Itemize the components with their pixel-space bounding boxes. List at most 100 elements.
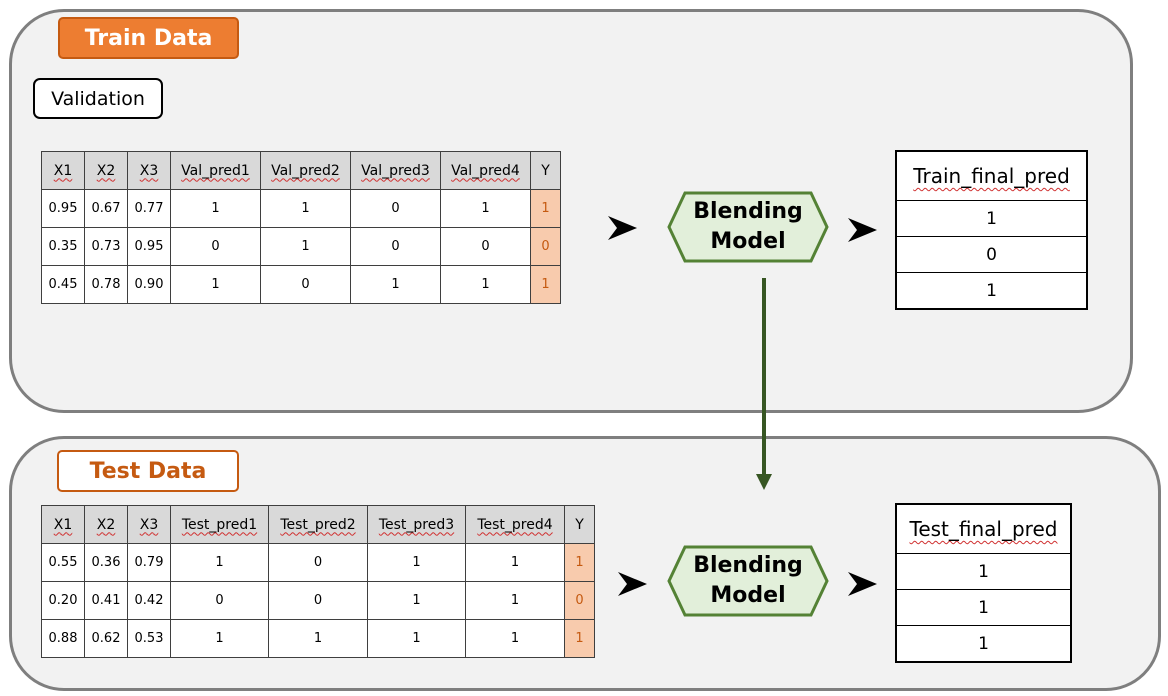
- column-header: Test_pred2: [268, 505, 368, 544]
- table-cell: 0.79: [127, 543, 171, 582]
- column-header: X3: [127, 151, 171, 190]
- table-cell: 1: [465, 619, 565, 658]
- table-cell: 1: [170, 543, 269, 582]
- column-header: Y: [530, 151, 561, 190]
- column-header: Val_pred4: [440, 151, 531, 190]
- table-row: 0.45 0.78 0.90 1 0 1 1 1: [41, 265, 561, 304]
- table-cell: 0.35: [41, 227, 85, 266]
- table-cell: 0.95: [127, 227, 171, 266]
- prediction-cell: 1: [896, 272, 1087, 309]
- train-data-label: Train Data: [58, 17, 239, 59]
- table-cell: 1: [170, 265, 261, 304]
- table-cell: 0: [268, 543, 368, 582]
- table-row: 0.88 0.62 0.53 1 1 1 1 1: [41, 619, 595, 658]
- down-arrow-icon: [756, 278, 772, 490]
- table-cell: 0.88: [41, 619, 85, 658]
- column-header: X2: [84, 505, 128, 544]
- arrow-right-icon: [848, 218, 877, 242]
- column-header: Y: [564, 505, 595, 544]
- table-cell: 1: [260, 227, 351, 266]
- table-cell: 0.62: [84, 619, 128, 658]
- target-cell: 1: [564, 543, 595, 582]
- table-header-row: X1 X2 X3 Val_pred1 Val_pred2 Val_pred3 V…: [41, 151, 561, 190]
- table-cell: 0: [268, 581, 368, 620]
- test-final-pred-table: Test_final_pred 1 1 1: [895, 503, 1072, 663]
- train-final-pred-table: Train_final_pred 1 0 1: [895, 150, 1088, 310]
- model-label-line2: Model: [710, 229, 786, 254]
- table-cell: 0.41: [84, 581, 128, 620]
- table-header-row: X1 X2 X3 Test_pred1 Test_pred2 Test_pred…: [41, 505, 595, 544]
- target-cell: 0: [530, 227, 561, 266]
- table-cell: 0: [170, 581, 269, 620]
- table-cell: 0.90: [127, 265, 171, 304]
- table-cell: 1: [465, 581, 565, 620]
- table-cell: 0.73: [84, 227, 128, 266]
- column-header: Train_final_pred: [896, 151, 1087, 201]
- table-cell: 0.78: [84, 265, 128, 304]
- validation-table: X1 X2 X3 Val_pred1 Val_pred2 Val_pred3 V…: [41, 151, 561, 304]
- table-cell: 1: [367, 581, 466, 620]
- table-cell: 1: [440, 189, 531, 228]
- table-cell: 0: [350, 189, 441, 228]
- column-header: Val_pred3: [350, 151, 441, 190]
- prediction-cell: 1: [896, 625, 1071, 662]
- table-cell: 1: [465, 543, 565, 582]
- column-header: Val_pred1: [170, 151, 261, 190]
- table-cell: 1: [440, 265, 531, 304]
- column-header: X3: [127, 505, 171, 544]
- column-header: Val_pred2: [260, 151, 351, 190]
- table-cell: 0.42: [127, 581, 171, 620]
- test-data-label: Test Data: [57, 450, 239, 492]
- table-cell: 0: [350, 227, 441, 266]
- column-header: Test_pred1: [170, 505, 269, 544]
- blending-model-train: Blending Model: [667, 191, 829, 263]
- table-cell: 0.53: [127, 619, 171, 658]
- table-cell: 1: [170, 189, 261, 228]
- table-cell: 1: [260, 189, 351, 228]
- column-header: X2: [84, 151, 128, 190]
- table-cell: 1: [350, 265, 441, 304]
- table-cell: 0.45: [41, 265, 85, 304]
- table-cell: 1: [268, 619, 368, 658]
- prediction-cell: 1: [896, 553, 1071, 590]
- table-cell: 0.55: [41, 543, 85, 582]
- column-header: Test_final_pred: [896, 504, 1071, 554]
- column-header: Test_pred4: [465, 505, 565, 544]
- target-cell: 1: [530, 265, 561, 304]
- prediction-cell: 0: [896, 236, 1087, 273]
- table-row: 0.35 0.73 0.95 0 1 0 0 0: [41, 227, 561, 266]
- table-row: 0.55 0.36 0.79 1 0 1 1 1: [41, 543, 595, 582]
- table-cell: 0: [170, 227, 261, 266]
- table-cell: 0.20: [41, 581, 85, 620]
- model-label-line1: Blending: [693, 199, 803, 224]
- hexagon-shape: [667, 191, 829, 263]
- model-label-line2: Model: [710, 583, 786, 608]
- target-cell: 1: [530, 189, 561, 228]
- table-cell: 0.95: [41, 189, 85, 228]
- table-cell: 0.77: [127, 189, 171, 228]
- table-cell: 1: [170, 619, 269, 658]
- column-header: X1: [41, 151, 85, 190]
- table-cell: 0: [440, 227, 531, 266]
- hexagon-shape: [667, 545, 829, 617]
- table-row: 0.20 0.41 0.42 0 0 1 1 0: [41, 581, 595, 620]
- prediction-cell: 1: [896, 200, 1087, 237]
- model-label-line1: Blending: [693, 553, 803, 578]
- table-cell: 0.36: [84, 543, 128, 582]
- prediction-cell: 1: [896, 589, 1071, 626]
- blending-model-test: Blending Model: [667, 545, 829, 617]
- target-cell: 1: [564, 619, 595, 658]
- table-cell: 0: [260, 265, 351, 304]
- arrow-right-icon: [608, 216, 637, 240]
- column-header: X1: [41, 505, 85, 544]
- test-table: X1 X2 X3 Test_pred1 Test_pred2 Test_pred…: [41, 505, 595, 658]
- table-row: 0.95 0.67 0.77 1 1 0 1 1: [41, 189, 561, 228]
- validation-label: Validation: [33, 78, 163, 119]
- table-cell: 1: [367, 619, 466, 658]
- column-header: Test_pred3: [367, 505, 466, 544]
- table-cell: 1: [367, 543, 466, 582]
- arrow-right-icon: [618, 572, 647, 596]
- target-cell: 0: [564, 581, 595, 620]
- table-cell: 0.67: [84, 189, 128, 228]
- arrow-right-icon: [848, 572, 877, 596]
